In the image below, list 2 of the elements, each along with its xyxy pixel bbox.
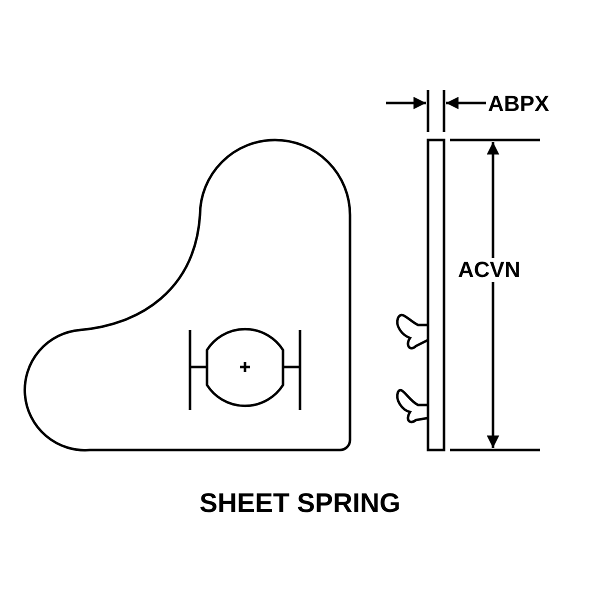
- dimension-label: ACVN: [458, 258, 520, 282]
- diagram-caption: SHEET SPRING: [199, 488, 401, 518]
